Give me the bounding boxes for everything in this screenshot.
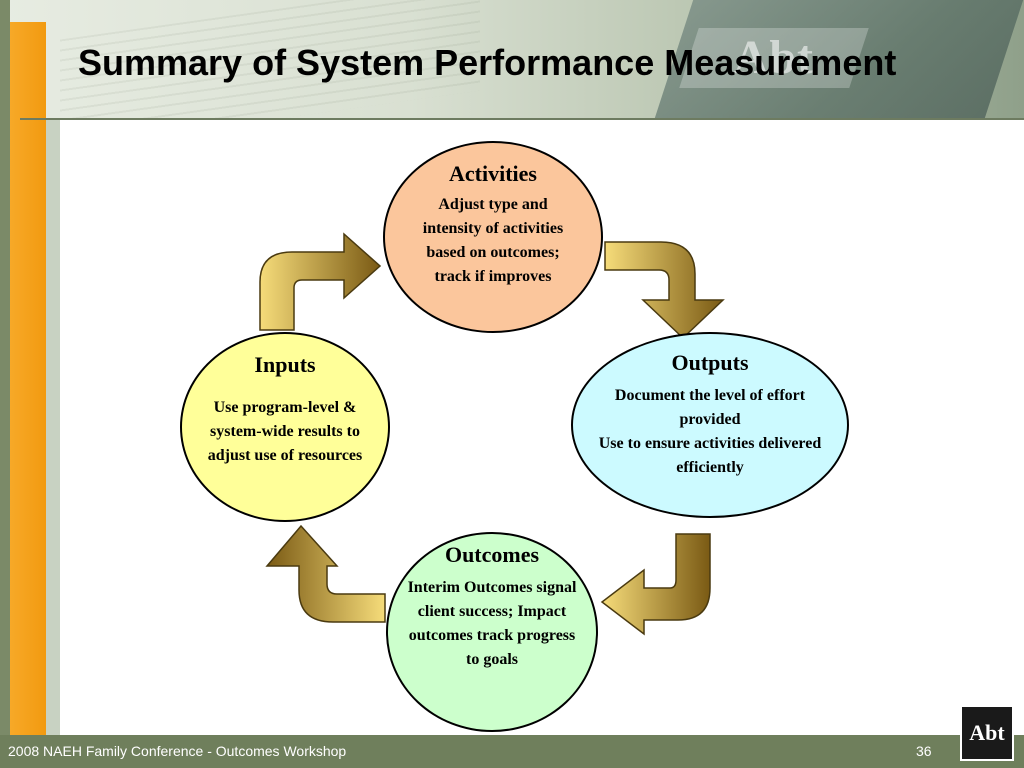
node-outputs-text-line1: Document the level of effort provided [614,387,806,428]
node-inputs-text: Use program-level & system-wide results … [207,399,363,464]
node-activities: Activities Adjust type and intensity of … [383,141,603,333]
node-outputs-text-line2: Use to ensure activities delivered effic… [598,435,822,476]
curved-arrow-icon [600,533,711,636]
arrow-outcomes-to-inputs [265,524,386,623]
footer-text: 2008 NAEH Family Conference - Outcomes W… [8,743,347,759]
curved-arrow-icon [265,524,386,623]
node-activities-title: Activities [449,161,537,186]
node-outcomes: Outcomes Interim Outcomes signal client … [386,532,598,732]
arrow-activities-to-outputs [604,241,725,340]
curved-arrow-icon [259,232,382,331]
node-outcomes-text: Interim Outcomes signal client success; … [407,579,577,668]
node-outputs-text: Document the level of effort provided Us… [573,376,847,480]
node-outcomes-title: Outcomes [444,542,540,567]
footer-bar [0,735,1024,768]
abt-logo: Abt [960,705,1014,761]
page-number: 36 [916,743,932,759]
left-accent-bar-light [46,120,60,735]
arrow-outputs-to-outcomes [600,533,711,636]
left-accent-bar-green [0,0,10,735]
node-activities-text: Adjust type and intensity of activities … [422,196,564,285]
arrow-inputs-to-activities [259,232,382,331]
header-divider [20,118,1024,120]
book-cover-logo: Abt [733,31,814,84]
left-accent-bar-orange [10,22,46,735]
node-outputs: Outputs Document the level of effort pro… [571,332,849,518]
node-outputs-title: Outputs [671,350,749,375]
curved-arrow-icon [604,241,725,340]
node-inputs-title: Inputs [254,352,316,377]
slide-title: Summary of System Performance Measuremen… [78,42,897,83]
node-inputs: Inputs Use program-level & system-wide r… [180,332,390,522]
abt-logo-text: Abt [969,720,1005,745]
header-banner: Abt [0,0,1024,120]
